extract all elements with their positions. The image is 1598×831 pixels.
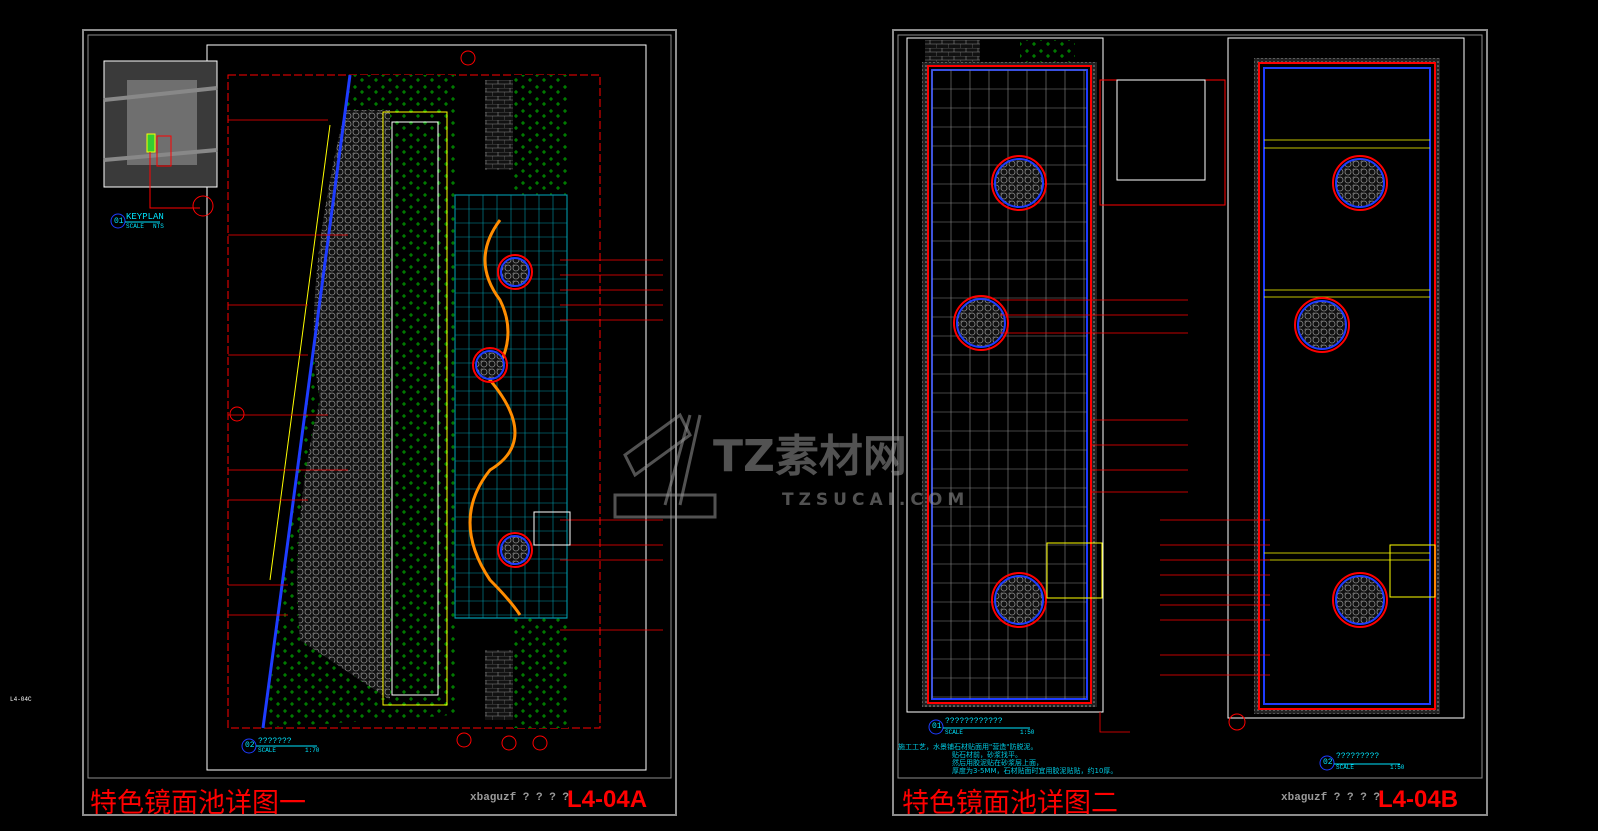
tree-pool-icon bbox=[472, 347, 508, 383]
detail-2a-scale-value: 1:50 bbox=[1020, 729, 1035, 736]
tree-pool-icon bbox=[953, 295, 1009, 351]
keyplan-map bbox=[103, 60, 218, 217]
detail-2a-label: ???????????? bbox=[945, 717, 1003, 726]
sheet-1-logo: xbaguzf ? ? ? ? bbox=[470, 792, 570, 804]
keyplan-scale-value: NTS bbox=[153, 223, 164, 230]
detail-2b-number: 02 bbox=[1323, 758, 1333, 767]
tree-pool-icon bbox=[991, 572, 1047, 628]
detail-2a-number: 01 bbox=[932, 722, 942, 731]
detail-1-scale-label: SCALE bbox=[258, 747, 277, 754]
tree-pool-icon bbox=[1294, 297, 1350, 353]
side-reference-label: L4-04C bbox=[10, 696, 32, 703]
detail-plan-2 bbox=[922, 40, 1226, 733]
sheet-2-logo: xbaguzf ? ? ? ? bbox=[1281, 792, 1381, 804]
note-line: 然后用胶泥贴在砂浆层上面， bbox=[952, 759, 1043, 767]
detail-1-number: 02 bbox=[245, 741, 255, 750]
sheet-1-frame bbox=[82, 29, 677, 816]
tree-pool-icon bbox=[991, 155, 1047, 211]
detail-2b-label: ????????? bbox=[1336, 752, 1380, 761]
watermark-logo-icon bbox=[613, 412, 717, 519]
detail-2a-scale-label: SCALE bbox=[945, 729, 964, 736]
detail-plan-1 bbox=[227, 50, 663, 751]
sheet-1-title: 特色镜面池详图一 bbox=[90, 788, 306, 819]
watermark-url: TZSUCAI.COM bbox=[782, 490, 970, 510]
detail-1-scale-value: 1:70 bbox=[305, 747, 320, 754]
detail-2b-scale-value: 1:50 bbox=[1390, 764, 1405, 771]
tree-pool-icon bbox=[497, 254, 533, 290]
detail-section-2 bbox=[1160, 58, 1440, 731]
keyplan-label: KEYPLAN bbox=[126, 212, 164, 222]
keyplan-number: 01 bbox=[114, 217, 124, 226]
sheet-1-number: L4-04A bbox=[567, 786, 648, 813]
watermark-text: TZ素材网 bbox=[713, 431, 907, 482]
detail-2b-scale-label: SCALE bbox=[1336, 764, 1355, 771]
tree-pool-icon bbox=[1332, 572, 1388, 628]
sheet-2-number: L4-04B bbox=[1378, 786, 1459, 813]
detail-1-label: ??????? bbox=[258, 737, 292, 746]
note-line: 施工工艺，水景铺石材贴面用"营造"防脱泥。 bbox=[898, 743, 1038, 751]
keyplan-scale-label: SCALE bbox=[126, 223, 145, 230]
sheet-2-frame bbox=[892, 29, 1488, 816]
detail-bubbles bbox=[110, 213, 1400, 771]
sheet-2-title: 特色镜面池详图二 bbox=[902, 788, 1118, 819]
tree-pool-icon bbox=[1332, 155, 1388, 211]
note-line: 厚度为3-5MM，石材贴面时宜用胶泥贴贴，约10厚。 bbox=[952, 767, 1118, 775]
tree-pool-icon bbox=[497, 532, 533, 568]
note-line: 贴石材前，砂浆找平。 bbox=[952, 751, 1022, 759]
